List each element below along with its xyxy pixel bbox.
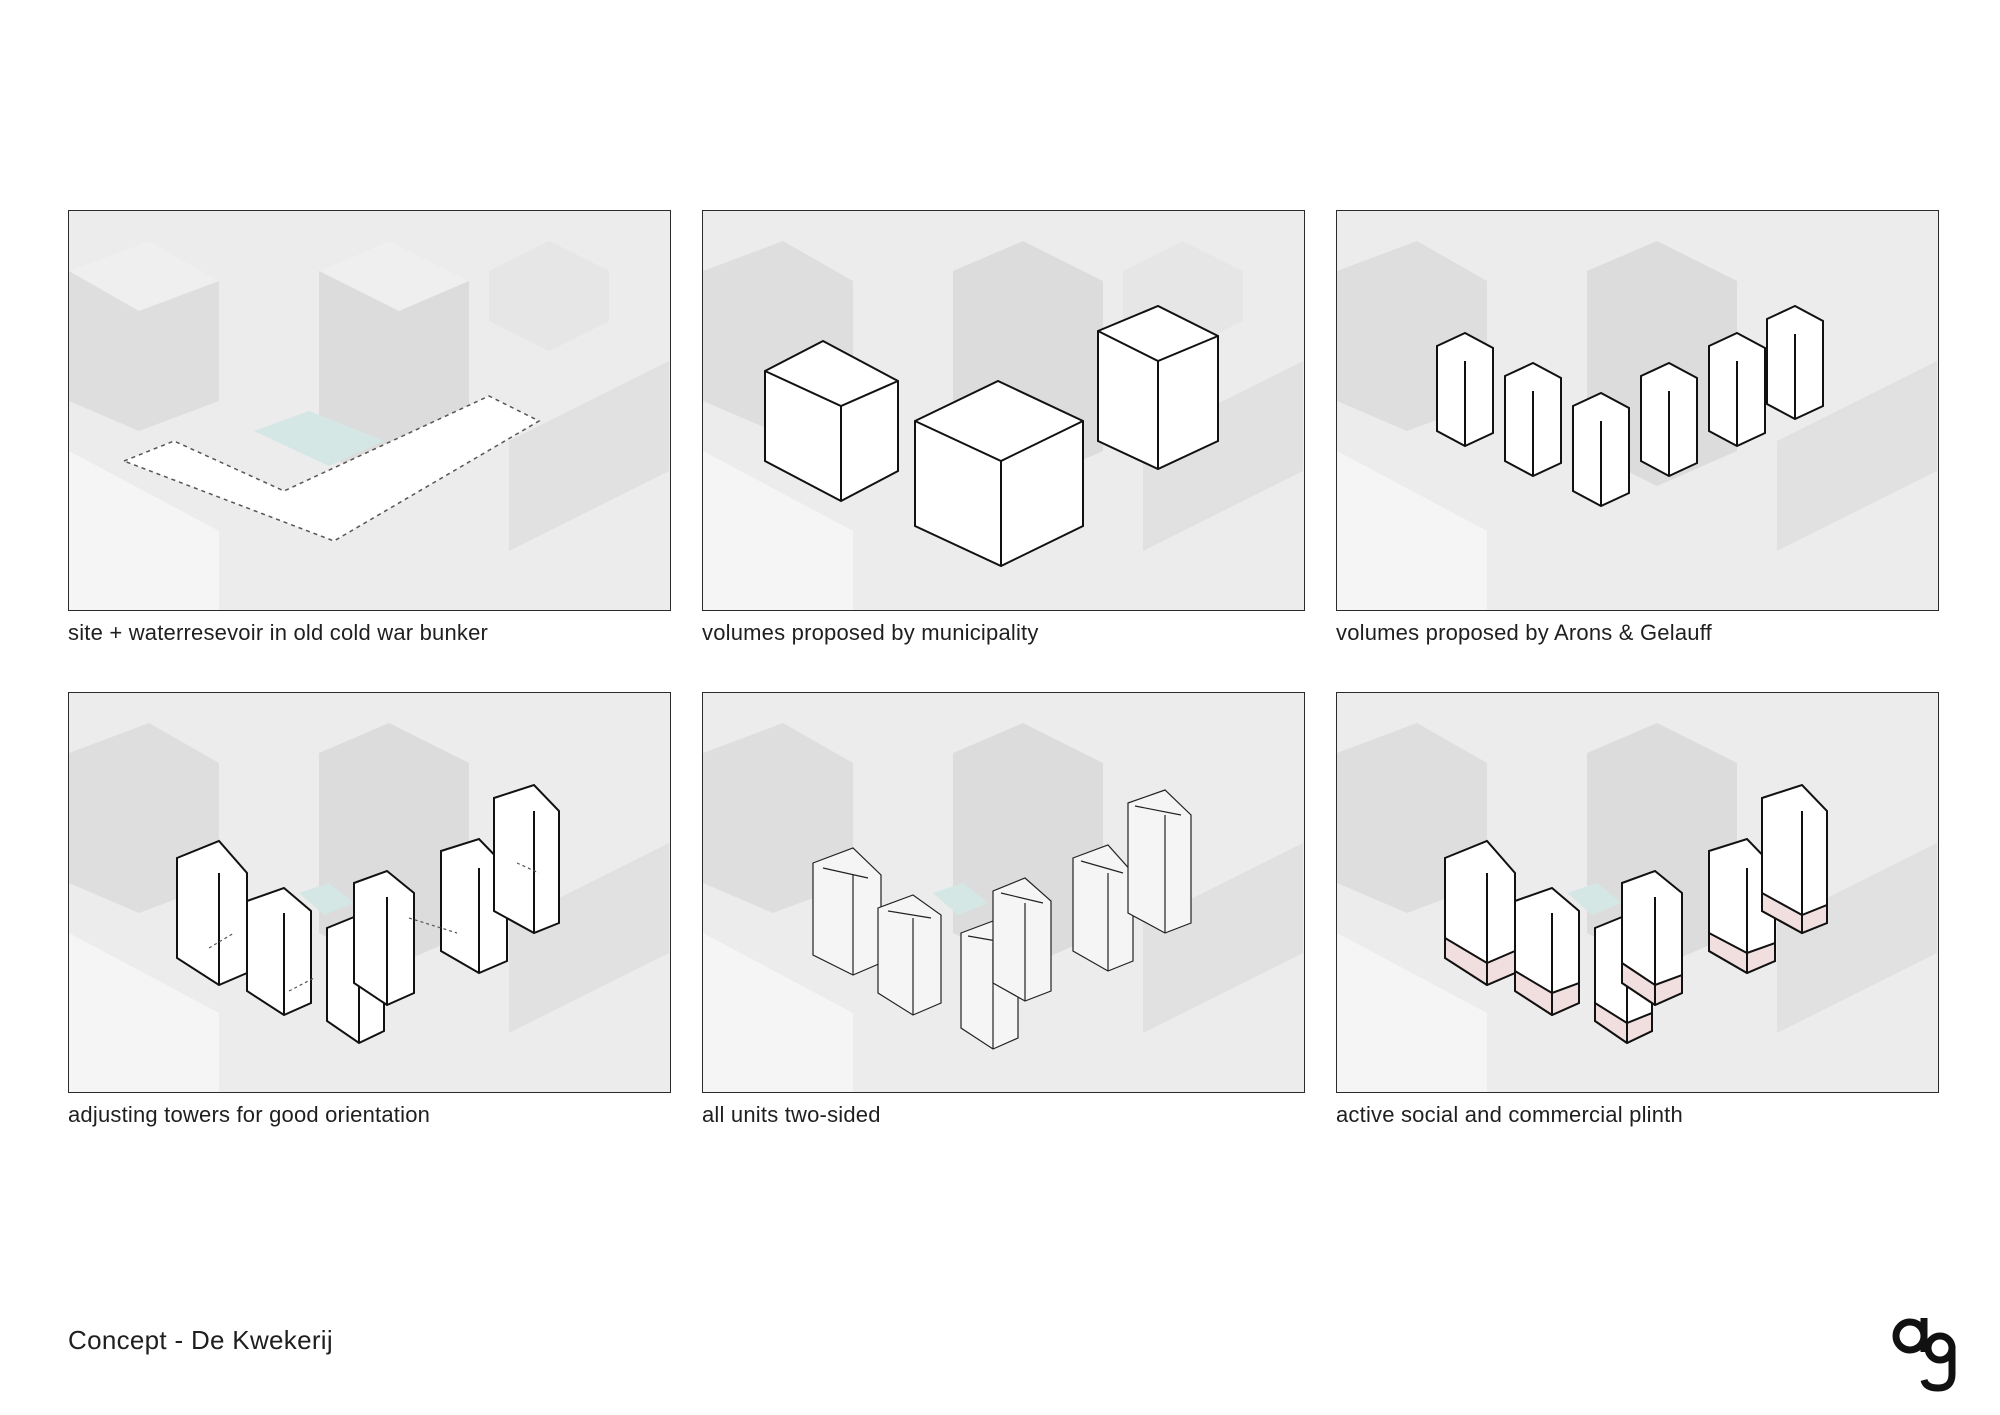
document-title: Concept - De Kwekerij — [68, 1325, 333, 1355]
tower-plinth — [1708, 837, 1776, 975]
ag-monogram-icon — [1888, 1296, 1968, 1401]
caption-plinth: active social and commercial plinth — [1336, 1102, 1683, 1127]
tower-block — [1766, 304, 1824, 421]
tower-block — [353, 869, 415, 1007]
tower-block — [246, 886, 312, 1017]
tower-unit — [877, 894, 942, 1016]
tower-plinth — [1761, 783, 1828, 935]
tower-block — [1640, 361, 1698, 478]
volume-block — [764, 339, 899, 503]
panel-site — [68, 210, 671, 611]
tower-block — [440, 837, 508, 975]
context-buildings — [703, 723, 1303, 1092]
caption-municipality: volumes proposed by municipality — [702, 620, 1039, 645]
water-reservoir — [933, 883, 988, 915]
context-buildings — [69, 241, 669, 610]
volume-block — [1097, 304, 1219, 471]
panel-arons-gelauff — [1336, 210, 1939, 611]
tower-plinth — [1514, 886, 1580, 1017]
caption-arons-gelauff: volumes proposed by Arons & Gelauff — [1336, 620, 1712, 645]
caption-orientation: adjusting towers for good orientation — [68, 1102, 431, 1127]
tower-unit — [1127, 789, 1192, 934]
tower-block — [1572, 391, 1630, 508]
tower-plinth — [1444, 839, 1516, 987]
panel-orientation — [68, 692, 671, 1093]
panel-municipality — [702, 210, 1305, 611]
caption-site: site + waterresevoir in old cold war bun… — [68, 620, 489, 645]
tower-block — [1504, 361, 1562, 478]
water-reservoir — [299, 883, 354, 915]
tower-unit — [992, 877, 1052, 1002]
volume-block — [914, 379, 1084, 568]
orientation-arrows — [208, 862, 540, 992]
water-reservoir — [254, 411, 384, 466]
tower-unit — [1072, 844, 1134, 972]
panel-plinth — [1336, 692, 1939, 1093]
tower-block — [493, 783, 560, 935]
context-buildings — [1337, 241, 1937, 610]
tower-unit — [812, 847, 882, 976]
tower-block — [1436, 331, 1494, 448]
tower-block — [1708, 331, 1766, 448]
panel-two-sided — [702, 692, 1305, 1093]
water-reservoir — [1567, 883, 1622, 915]
tower-plinth — [1621, 869, 1683, 1007]
site-outline — [121, 395, 541, 542]
tower-block — [176, 839, 248, 987]
caption-two-sided: all units two-sided — [702, 1102, 881, 1127]
